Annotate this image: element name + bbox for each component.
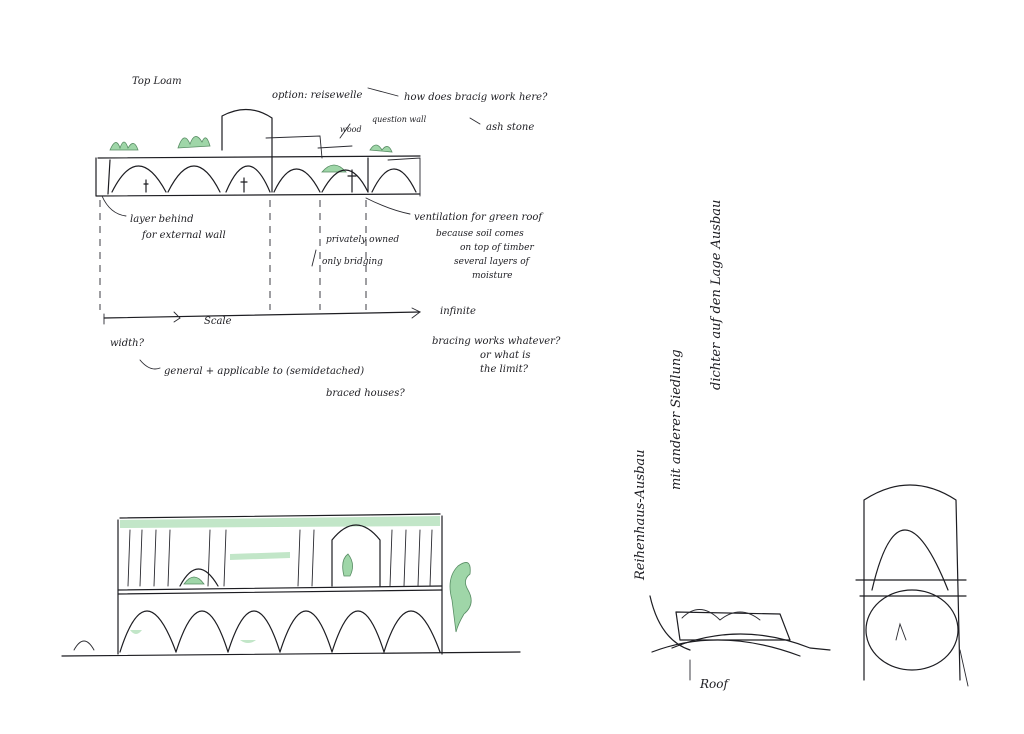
arch-detail [855, 484, 969, 687]
roof-greenery [109, 136, 393, 173]
note-because-soil: because soil comes [436, 229, 524, 239]
note-the-limit: the limit? [480, 364, 529, 375]
note-question-wall: question wall [372, 115, 427, 124]
note-ash-stone: ash stone [486, 122, 534, 133]
note-layer-behind: layer behind [130, 214, 194, 225]
note-wood: wood [340, 125, 362, 134]
note-braced-houses: braced houses? [326, 388, 405, 399]
note-top-loam: Top Loam [132, 76, 182, 87]
section-annotations: Top Loam option: reisewelle how does bra… [110, 76, 561, 399]
note-vertical-3: dichter auf den Lage Ausbau [709, 200, 724, 390]
note-or-what: or what is [480, 350, 530, 361]
facade-sketch [61, 513, 521, 657]
note-bracing-works: bracing works whatever? [432, 336, 561, 347]
note-general: general + applicable to (semidetached) [164, 366, 364, 377]
note-scale: Scale [204, 316, 232, 327]
note-bracing-question: how does bracig work here? [404, 92, 548, 103]
note-roof: Roof [699, 677, 730, 691]
vertical-notes: Reihenhaus-Ausbau mit anderer Siedlung d… [633, 200, 724, 581]
roof-detail: Roof [649, 595, 831, 691]
note-external-wall: for external wall [141, 230, 226, 241]
note-option: option: reisewelle [272, 90, 362, 101]
note-width: width? [110, 338, 145, 349]
section-sketch [95, 87, 481, 370]
note-moisture: moisture [472, 271, 513, 281]
note-several-layers: several layers of [454, 257, 531, 267]
note-privately-owned: privately owned [326, 235, 399, 245]
note-top-of-timber: on top of timber [460, 243, 534, 253]
note-ventilation: ventilation for green roof [414, 212, 544, 223]
note-infinite: infinite [440, 306, 476, 317]
note-vertical-1: Reihenhaus-Ausbau [633, 449, 648, 581]
note-vertical-2: mit anderer Siedlung [669, 349, 684, 490]
note-only-bridging: only bridging [322, 257, 383, 267]
